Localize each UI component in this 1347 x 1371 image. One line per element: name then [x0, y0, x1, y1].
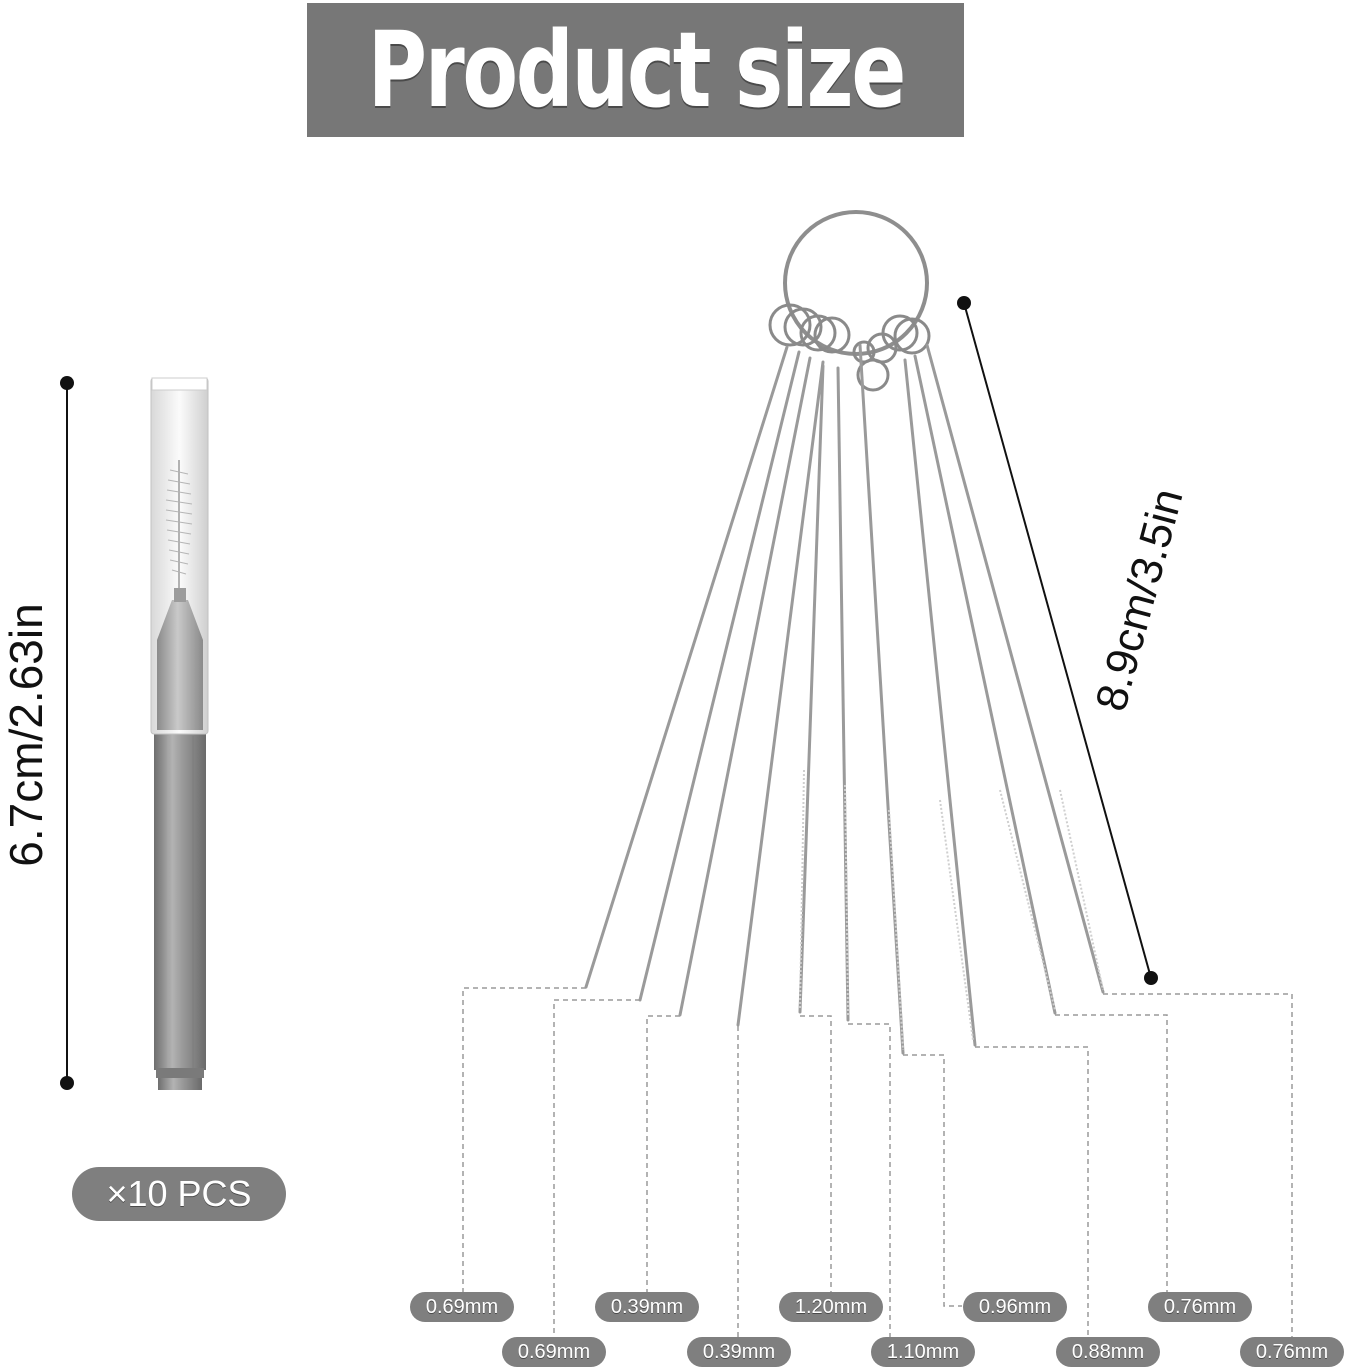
quantity-badge: ×10 PCS [72, 1167, 286, 1221]
size-label: 0.39mm [687, 1337, 791, 1367]
needle-textures [799, 769, 1104, 1051]
size-label: 0.76mm [1240, 1337, 1344, 1367]
title-banner: Product size [307, 3, 964, 137]
needle-dimension-line [957, 296, 1158, 985]
page-title: Product size [367, 9, 906, 131]
size-label: 0.69mm [410, 1292, 514, 1322]
small-rings [768, 303, 931, 392]
brush-dimension-line [60, 376, 74, 1090]
key-ring [783, 210, 929, 356]
size-leader-lines [462, 987, 1293, 1338]
size-label: 0.96mm [963, 1292, 1067, 1322]
size-label: 0.39mm [595, 1292, 699, 1322]
size-label: 1.20mm [779, 1292, 883, 1322]
brush-illustration [150, 377, 209, 1090]
brush-length-label: 6.7cm/2.63in [0, 603, 52, 867]
cleaning-needles [584, 343, 1105, 1055]
size-label: 1.10mm [871, 1337, 975, 1367]
size-label: 0.69mm [502, 1337, 606, 1367]
size-label: 0.88mm [1056, 1337, 1160, 1367]
size-label: 0.76mm [1148, 1292, 1252, 1322]
